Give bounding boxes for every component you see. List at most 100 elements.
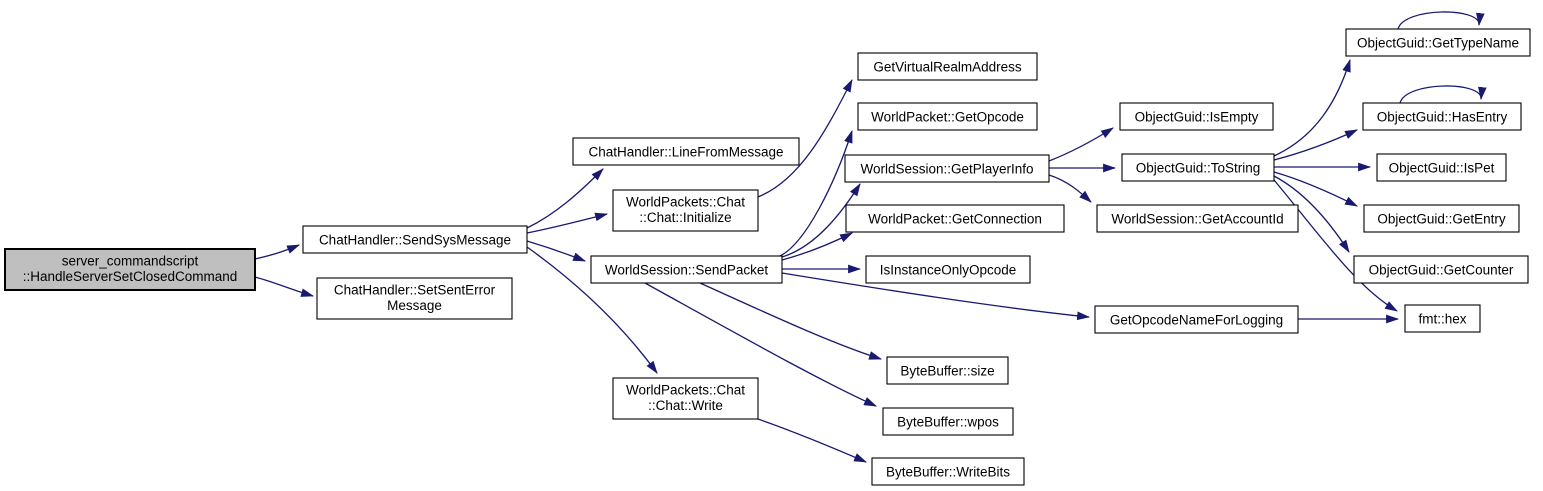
- edge-tostring-to-fmthex: [1273, 179, 1398, 312]
- edge-sendpacket-to-getconnection: [781, 232, 853, 261]
- node-getcounter[interactable]: ObjectGuid::GetCounter: [1353, 255, 1529, 284]
- edge-tostring-to-getentry: [1273, 171, 1358, 207]
- edge-hasentry-self-loop: [1399, 85, 1487, 104]
- node-ispet-label: ObjectGuid::IsPet: [1389, 161, 1495, 176]
- node-getcounter-label: ObjectGuid::GetCounter: [1369, 263, 1514, 278]
- node-chatwrite-box: [612, 377, 759, 420]
- node-getcounter-box: [1353, 255, 1529, 284]
- node-chatinitialize-label-line2: ::Chat::Initialize: [639, 210, 731, 225]
- node-ispet[interactable]: ObjectGuid::IsPet: [1376, 153, 1507, 182]
- node-linefrommessage-box: [572, 137, 800, 166]
- edge-chatinitialize-to-getvirtualrealmaddress: [757, 79, 853, 198]
- node-gettypename[interactable]: ObjectGuid::GetTypeName: [1345, 28, 1531, 57]
- node-sendpacket[interactable]: WorldSession::SendPacket: [590, 255, 783, 284]
- node-handleserversetclosedcommand-label-line1: server_commandscript: [62, 254, 199, 269]
- node-getopcode[interactable]: WorldPacket::GetOpcode: [857, 102, 1038, 131]
- edge-sendsysmessage-to-chatwrite: [526, 246, 658, 374]
- node-chatwrite-label-line2: ::Chat::Write: [648, 398, 723, 413]
- node-fmthex[interactable]: fmt::hex: [1404, 304, 1481, 333]
- edge-sendsysmessage-to-sendpacket: [526, 240, 587, 262]
- edge-sendpacket-to-getplayerinfo: [781, 183, 861, 258]
- edge-getplayerinfo-to-getaccountid: [1048, 174, 1092, 203]
- node-bytebufferwpos-label: ByteBuffer::wpos: [897, 415, 999, 430]
- node-isinstanceonlyopcode-label: IsInstanceOnlyOpcode: [880, 263, 1017, 278]
- edges-layer: [254, 11, 1487, 463]
- edge-chatwrite-to-bytebufferwritebits: [757, 418, 867, 463]
- node-sendpacket-label: WorldSession::SendPacket: [605, 263, 769, 278]
- node-bytebufferwritebits[interactable]: ByteBuffer::WriteBits: [871, 457, 1025, 486]
- node-getplayerinfo-box: [844, 154, 1050, 183]
- node-getopcode-label: WorldPacket::GetOpcode: [871, 110, 1024, 125]
- node-getaccountid-label: WorldSession::GetAccountId: [1111, 212, 1283, 227]
- node-getopcodenameforlogging-box: [1094, 305, 1299, 334]
- node-ispet-box: [1376, 153, 1507, 182]
- node-gettypename-label: ObjectGuid::GetTypeName: [1357, 36, 1519, 51]
- node-getaccountid-box: [1096, 204, 1299, 233]
- node-getconnection[interactable]: WorldPacket::GetConnection: [845, 204, 1065, 233]
- node-tostring-label: ObjectGuid::ToString: [1136, 161, 1261, 176]
- node-getconnection-box: [845, 204, 1065, 233]
- node-chatinitialize-label-line1: WorldPackets::Chat: [626, 195, 745, 210]
- node-chatwrite[interactable]: WorldPackets::Chat ::Chat::Write: [612, 377, 759, 420]
- edge-main-to-sendsysmessage: [254, 244, 301, 260]
- node-getvirtualrealmaddress[interactable]: GetVirtualRealmAddress: [857, 52, 1038, 81]
- node-handleserversetclosedcommand[interactable]: server_commandscript ::HandleServerSetCl…: [4, 248, 256, 291]
- node-setsenterrormessage-label-line1: ChatHandler::SetSentError: [334, 283, 496, 298]
- edge-sendpacket-to-bytebuffersize: [699, 282, 883, 360]
- node-chatwrite-label-line1: WorldPackets::Chat: [626, 383, 745, 398]
- edge-sendsysmessage-to-linefrommessage: [526, 168, 604, 229]
- node-isempty-label: ObjectGuid::IsEmpty: [1135, 110, 1259, 125]
- node-getplayerinfo[interactable]: WorldSession::GetPlayerInfo: [844, 154, 1050, 183]
- node-chatinitialize[interactable]: WorldPackets::Chat ::Chat::Initialize: [612, 189, 759, 232]
- node-tostring[interactable]: ObjectGuid::ToString: [1121, 153, 1275, 182]
- node-getvirtualrealmaddress-box: [857, 52, 1038, 81]
- node-getopcodenameforlogging[interactable]: GetOpcodeNameForLogging: [1094, 305, 1299, 334]
- node-getvirtualrealmaddress-label: GetVirtualRealmAddress: [873, 60, 1022, 75]
- node-bytebuffersize-box: [886, 356, 1009, 385]
- node-getplayerinfo-label: WorldSession::GetPlayerInfo: [860, 162, 1033, 177]
- edge-getplayerinfo-to-isempty: [1048, 127, 1114, 162]
- node-handleserversetclosedcommand-label-line2: ::HandleServerSetClosedCommand: [23, 269, 238, 284]
- node-getopcode-box: [857, 102, 1038, 131]
- edge-sendsysmessage-to-chatinitialize: [526, 212, 609, 234]
- node-hasentry-box: [1362, 102, 1522, 131]
- node-hasentry-label: ObjectGuid::HasEntry: [1377, 110, 1508, 125]
- node-linefrommessage-label: ChatHandler::LineFromMessage: [588, 145, 783, 160]
- node-getopcodenameforlogging-label: GetOpcodeNameForLogging: [1110, 313, 1283, 328]
- node-fmthex-box: [1404, 304, 1481, 333]
- node-hasentry[interactable]: ObjectGuid::HasEntry: [1362, 102, 1522, 131]
- edge-main-to-setsenterrormessage: [254, 276, 315, 297]
- node-bytebufferwritebits-box: [871, 457, 1025, 486]
- node-isinstanceonlyopcode-box: [865, 255, 1031, 284]
- node-gettypename-box: [1345, 28, 1531, 57]
- edge-sendpacket-to-getopcode: [779, 129, 853, 257]
- node-sendsysmessage-label: ChatHandler::SendSysMessage: [319, 233, 511, 248]
- node-setsenterrormessage-label-line2: Message: [387, 298, 442, 313]
- node-linefrommessage[interactable]: ChatHandler::LineFromMessage: [572, 137, 800, 166]
- node-isempty-box: [1119, 102, 1274, 131]
- node-chatinitialize-box: [612, 189, 759, 232]
- node-sendsysmessage[interactable]: ChatHandler::SendSysMessage: [302, 225, 528, 254]
- node-isempty[interactable]: ObjectGuid::IsEmpty: [1119, 102, 1274, 131]
- node-handleserversetclosedcommand-box: [4, 248, 256, 291]
- edge-tostring-to-hasentry: [1273, 129, 1358, 161]
- node-setsenterrormessage[interactable]: ChatHandler::SetSentError Message: [316, 277, 513, 320]
- node-getentry[interactable]: ObjectGuid::GetEntry: [1363, 204, 1520, 233]
- node-bytebufferwpos[interactable]: ByteBuffer::wpos: [882, 407, 1014, 436]
- node-bytebufferwpos-box: [882, 407, 1014, 436]
- edge-sendpacket-to-getopcodenameforlogging: [781, 272, 1091, 321]
- edge-tostring-to-gettypename: [1273, 58, 1351, 157]
- node-isinstanceonlyopcode[interactable]: IsInstanceOnlyOpcode: [865, 255, 1031, 284]
- node-getaccountid[interactable]: WorldSession::GetAccountId: [1096, 204, 1299, 233]
- node-tostring-box: [1121, 153, 1275, 182]
- nodes-layer: server_commandscript ::HandleServerSetCl…: [4, 28, 1531, 486]
- node-getconnection-label: WorldPacket::GetConnection: [868, 212, 1042, 227]
- node-fmthex-label: fmt::hex: [1418, 312, 1466, 327]
- node-bytebuffersize[interactable]: ByteBuffer::size: [886, 356, 1009, 385]
- node-getentry-box: [1363, 204, 1520, 233]
- node-getentry-label: ObjectGuid::GetEntry: [1377, 212, 1506, 227]
- node-setsenterrormessage-box: [316, 277, 513, 320]
- node-sendpacket-box: [590, 255, 783, 284]
